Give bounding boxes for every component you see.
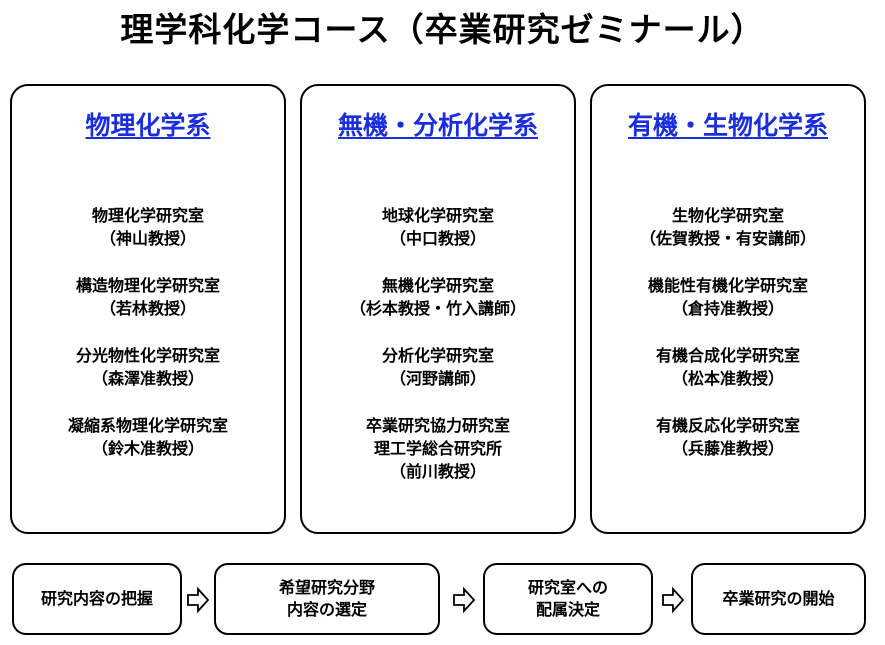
lab-name: 理工学総合研究所 <box>373 439 502 458</box>
lab-item: 有機合成化学研究室 （松本准教授） <box>656 344 800 390</box>
lab-staff: （若林教授） <box>99 299 196 318</box>
lab-name: 分析化学研究室 <box>381 346 494 365</box>
flow-step-label: 研究内容の把握 <box>40 589 153 608</box>
lab-staff: （鈴木准教授） <box>91 439 204 458</box>
panel-inorganic-analytical-chemistry: 無機・分析化学系 地球化学研究室 （中口教授） 無機化学研究室 （杉本教授・竹入… <box>300 84 576 534</box>
lab-list: 物理化学研究室 （神山教授） 構造物理化学研究室 （若林教授） 分光物性化学研究… <box>12 204 284 484</box>
lab-item: 物理化学研究室 （神山教授） <box>92 204 204 250</box>
lab-item: 分光物性化学研究室 （森澤准教授） <box>76 344 220 390</box>
lab-item: 分析化学研究室 （河野講師） <box>382 344 494 390</box>
panel-heading: 無機・分析化学系 <box>337 111 538 140</box>
lab-item: 地球化学研究室 （中口教授） <box>382 204 494 250</box>
lab-staff: （神山教授） <box>99 229 196 248</box>
outline-right-arrow-icon <box>662 586 685 614</box>
lab-name: 構造物理化学研究室 <box>75 276 220 295</box>
panel-heading: 物理化学系 <box>85 111 211 140</box>
lab-item: 有機反応化学研究室 （兵藤准教授） <box>656 414 800 460</box>
flow-step-label: 配属決定 <box>535 600 600 619</box>
lab-staff: （兵藤准教授） <box>671 439 784 458</box>
lab-item: 卒業研究協力研究室 理工学総合研究所 （前川教授） <box>366 414 510 483</box>
lab-staff: （河野講師） <box>389 369 486 388</box>
panel-heading: 有機・生物化学系 <box>627 111 828 140</box>
outline-right-arrow-icon <box>453 586 476 614</box>
lab-staff: （松本准教授） <box>671 369 784 388</box>
flow-step-select-field: 希望研究分野 内容の選定 <box>214 563 440 635</box>
lab-name: 地球化学研究室 <box>381 206 494 225</box>
lab-item: 無機化学研究室 （杉本教授・竹入講師） <box>350 274 526 320</box>
flow-step-understand-research: 研究内容の把握 <box>12 563 182 635</box>
lab-staff: （杉本教授・竹入講師） <box>349 299 526 318</box>
lab-staff: （前川教授） <box>389 462 486 481</box>
lab-staff: （倉持准教授） <box>671 299 784 318</box>
flow-step-label: 研究室への <box>527 578 608 597</box>
lab-item: 生物化学研究室 （佐賀教授・有安講師） <box>640 204 816 250</box>
flow-step-label: 卒業研究の開始 <box>722 589 835 608</box>
flow-step-start-research: 卒業研究の開始 <box>691 563 866 635</box>
lab-list: 地球化学研究室 （中口教授） 無機化学研究室 （杉本教授・竹入講師） 分析化学研… <box>302 204 574 507</box>
lab-item: 凝縮系物理化学研究室 （鈴木准教授） <box>68 414 228 460</box>
lab-name: 生物化学研究室 <box>671 206 784 225</box>
lab-name: 無機化学研究室 <box>381 276 494 295</box>
lab-name: 有機合成化学研究室 <box>655 346 800 365</box>
lab-name: 機能性有機化学研究室 <box>647 276 808 295</box>
flow-step-label: 内容の選定 <box>286 600 367 619</box>
lab-name: 卒業研究協力研究室 <box>365 416 510 435</box>
flow-step-lab-assignment: 研究室への 配属決定 <box>483 563 653 635</box>
lab-staff: （中口教授） <box>389 229 486 248</box>
lab-name: 物理化学研究室 <box>91 206 204 225</box>
lab-item: 機能性有機化学研究室 （倉持准教授） <box>648 274 808 320</box>
lab-staff: （森澤准教授） <box>91 369 204 388</box>
panel-organic-biological-chemistry: 有機・生物化学系 生物化学研究室 （佐賀教授・有安講師） 機能性有機化学研究室 … <box>590 84 866 534</box>
panel-physical-chemistry: 物理化学系 物理化学研究室 （神山教授） 構造物理化学研究室 （若林教授） 分光… <box>10 84 286 534</box>
page-title: 理学科化学コース（卒業研究ゼミナール） <box>120 10 765 49</box>
lab-name: 凝縮系物理化学研究室 <box>67 416 228 435</box>
lab-name: 分光物性化学研究室 <box>75 346 220 365</box>
outline-right-arrow-icon <box>187 586 210 614</box>
lab-staff: （佐賀教授・有安講師） <box>639 229 816 248</box>
lab-list: 生物化学研究室 （佐賀教授・有安講師） 機能性有機化学研究室 （倉持准教授） 有… <box>592 204 864 484</box>
lab-item: 構造物理化学研究室 （若林教授） <box>76 274 220 320</box>
flow-step-label: 希望研究分野 <box>278 578 375 597</box>
lab-name: 有機反応化学研究室 <box>655 416 800 435</box>
